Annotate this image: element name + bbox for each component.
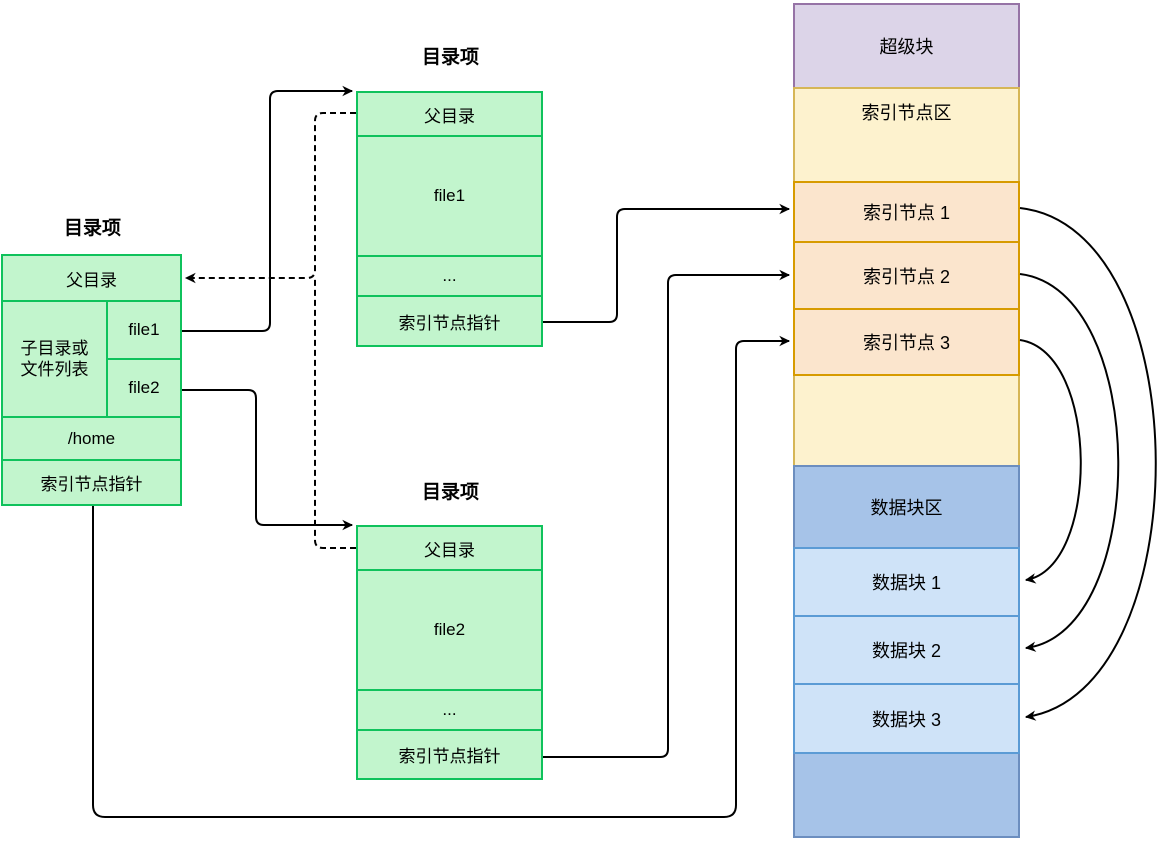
connector-dir-entry1-pointer-to-inode1 xyxy=(543,203,791,323)
data-area-label-section: 数据块区 xyxy=(793,465,1020,549)
directory-entry2-box: 父目录 file2 ... 索引节点指针 xyxy=(356,525,543,780)
dir2-inode-pointer-cell: 索引节点指针 xyxy=(398,747,501,766)
dir1-parent-dir-cell: 父目录 xyxy=(358,93,541,137)
disk-layout-column: 超级块 索引节点区 索引节点 1 索引节点 2 索引节点 3 数据块区 数据块 … xyxy=(793,3,1020,838)
root-children-label: 子目录或 文件列表 xyxy=(3,302,108,416)
root-parent-dir-cell: 父目录 xyxy=(3,256,180,302)
root-directory-entry-box: 父目录 子目录或 文件列表 file1 file2 /home 索引节点指针 xyxy=(1,254,182,506)
inode3-block: 索引节点 3 xyxy=(793,308,1020,376)
data-block1: 数据块 1 xyxy=(793,547,1020,617)
root-children-files: file1 file2 xyxy=(108,302,180,416)
data-block3: 数据块 3 xyxy=(793,683,1020,754)
connector-dir-entry2-pointer-to-inode2 xyxy=(543,269,791,758)
directory-entry1-box: 父目录 file1 ... 索引节点指针 xyxy=(356,91,543,347)
data-area-empty-space xyxy=(793,752,1020,838)
dir2-parent-dir-cell: 父目录 xyxy=(358,527,541,571)
dir1-file-cell: file1 xyxy=(358,137,541,257)
connector-inode1-to-block3 xyxy=(1019,207,1157,721)
inode1-block: 索引节点 1 xyxy=(793,181,1020,243)
dir-entry2-title: 目录项 xyxy=(421,482,479,503)
root-inode-pointer-cell: 索引节点指针 xyxy=(40,475,143,494)
dir2-file-cell: file2 xyxy=(358,571,541,691)
root-path-cell: /home xyxy=(3,418,180,461)
dir2-ellipsis-cell: ... xyxy=(358,691,541,731)
root-file2-cell: file2 xyxy=(128,378,160,397)
connector-inode3-to-block1 xyxy=(1019,339,1082,584)
connector-dir-entry2-parent-to-root-entry xyxy=(314,279,356,549)
inode2-block: 索引节点 2 xyxy=(793,241,1020,310)
dir-entry1-title: 目录项 xyxy=(421,47,479,68)
connector-file1-to-dir-entry1 xyxy=(182,85,354,332)
root-children-section: 子目录或 文件列表 file1 file2 xyxy=(3,302,180,418)
dir1-ellipsis-cell: ... xyxy=(358,257,541,297)
superblock-section: 超级块 xyxy=(793,3,1020,89)
dir1-inode-pointer-cell: 索引节点指针 xyxy=(398,313,501,333)
root-children-label-line1: 子目录或 xyxy=(20,338,89,358)
connector-inode2-to-block2 xyxy=(1019,273,1120,652)
root-file1-cell: file1 xyxy=(108,302,180,360)
connector-dir-entry1-parent-to-root-entry xyxy=(184,112,356,284)
connector-file2-to-dir-entry2 xyxy=(182,389,354,531)
data-block2: 数据块 2 xyxy=(793,615,1020,685)
root-children-label-line2: 文件列表 xyxy=(20,360,89,379)
inode-area-label-section: 索引节点区 xyxy=(793,87,1020,183)
root-entry-title: 目录项 xyxy=(63,218,121,239)
